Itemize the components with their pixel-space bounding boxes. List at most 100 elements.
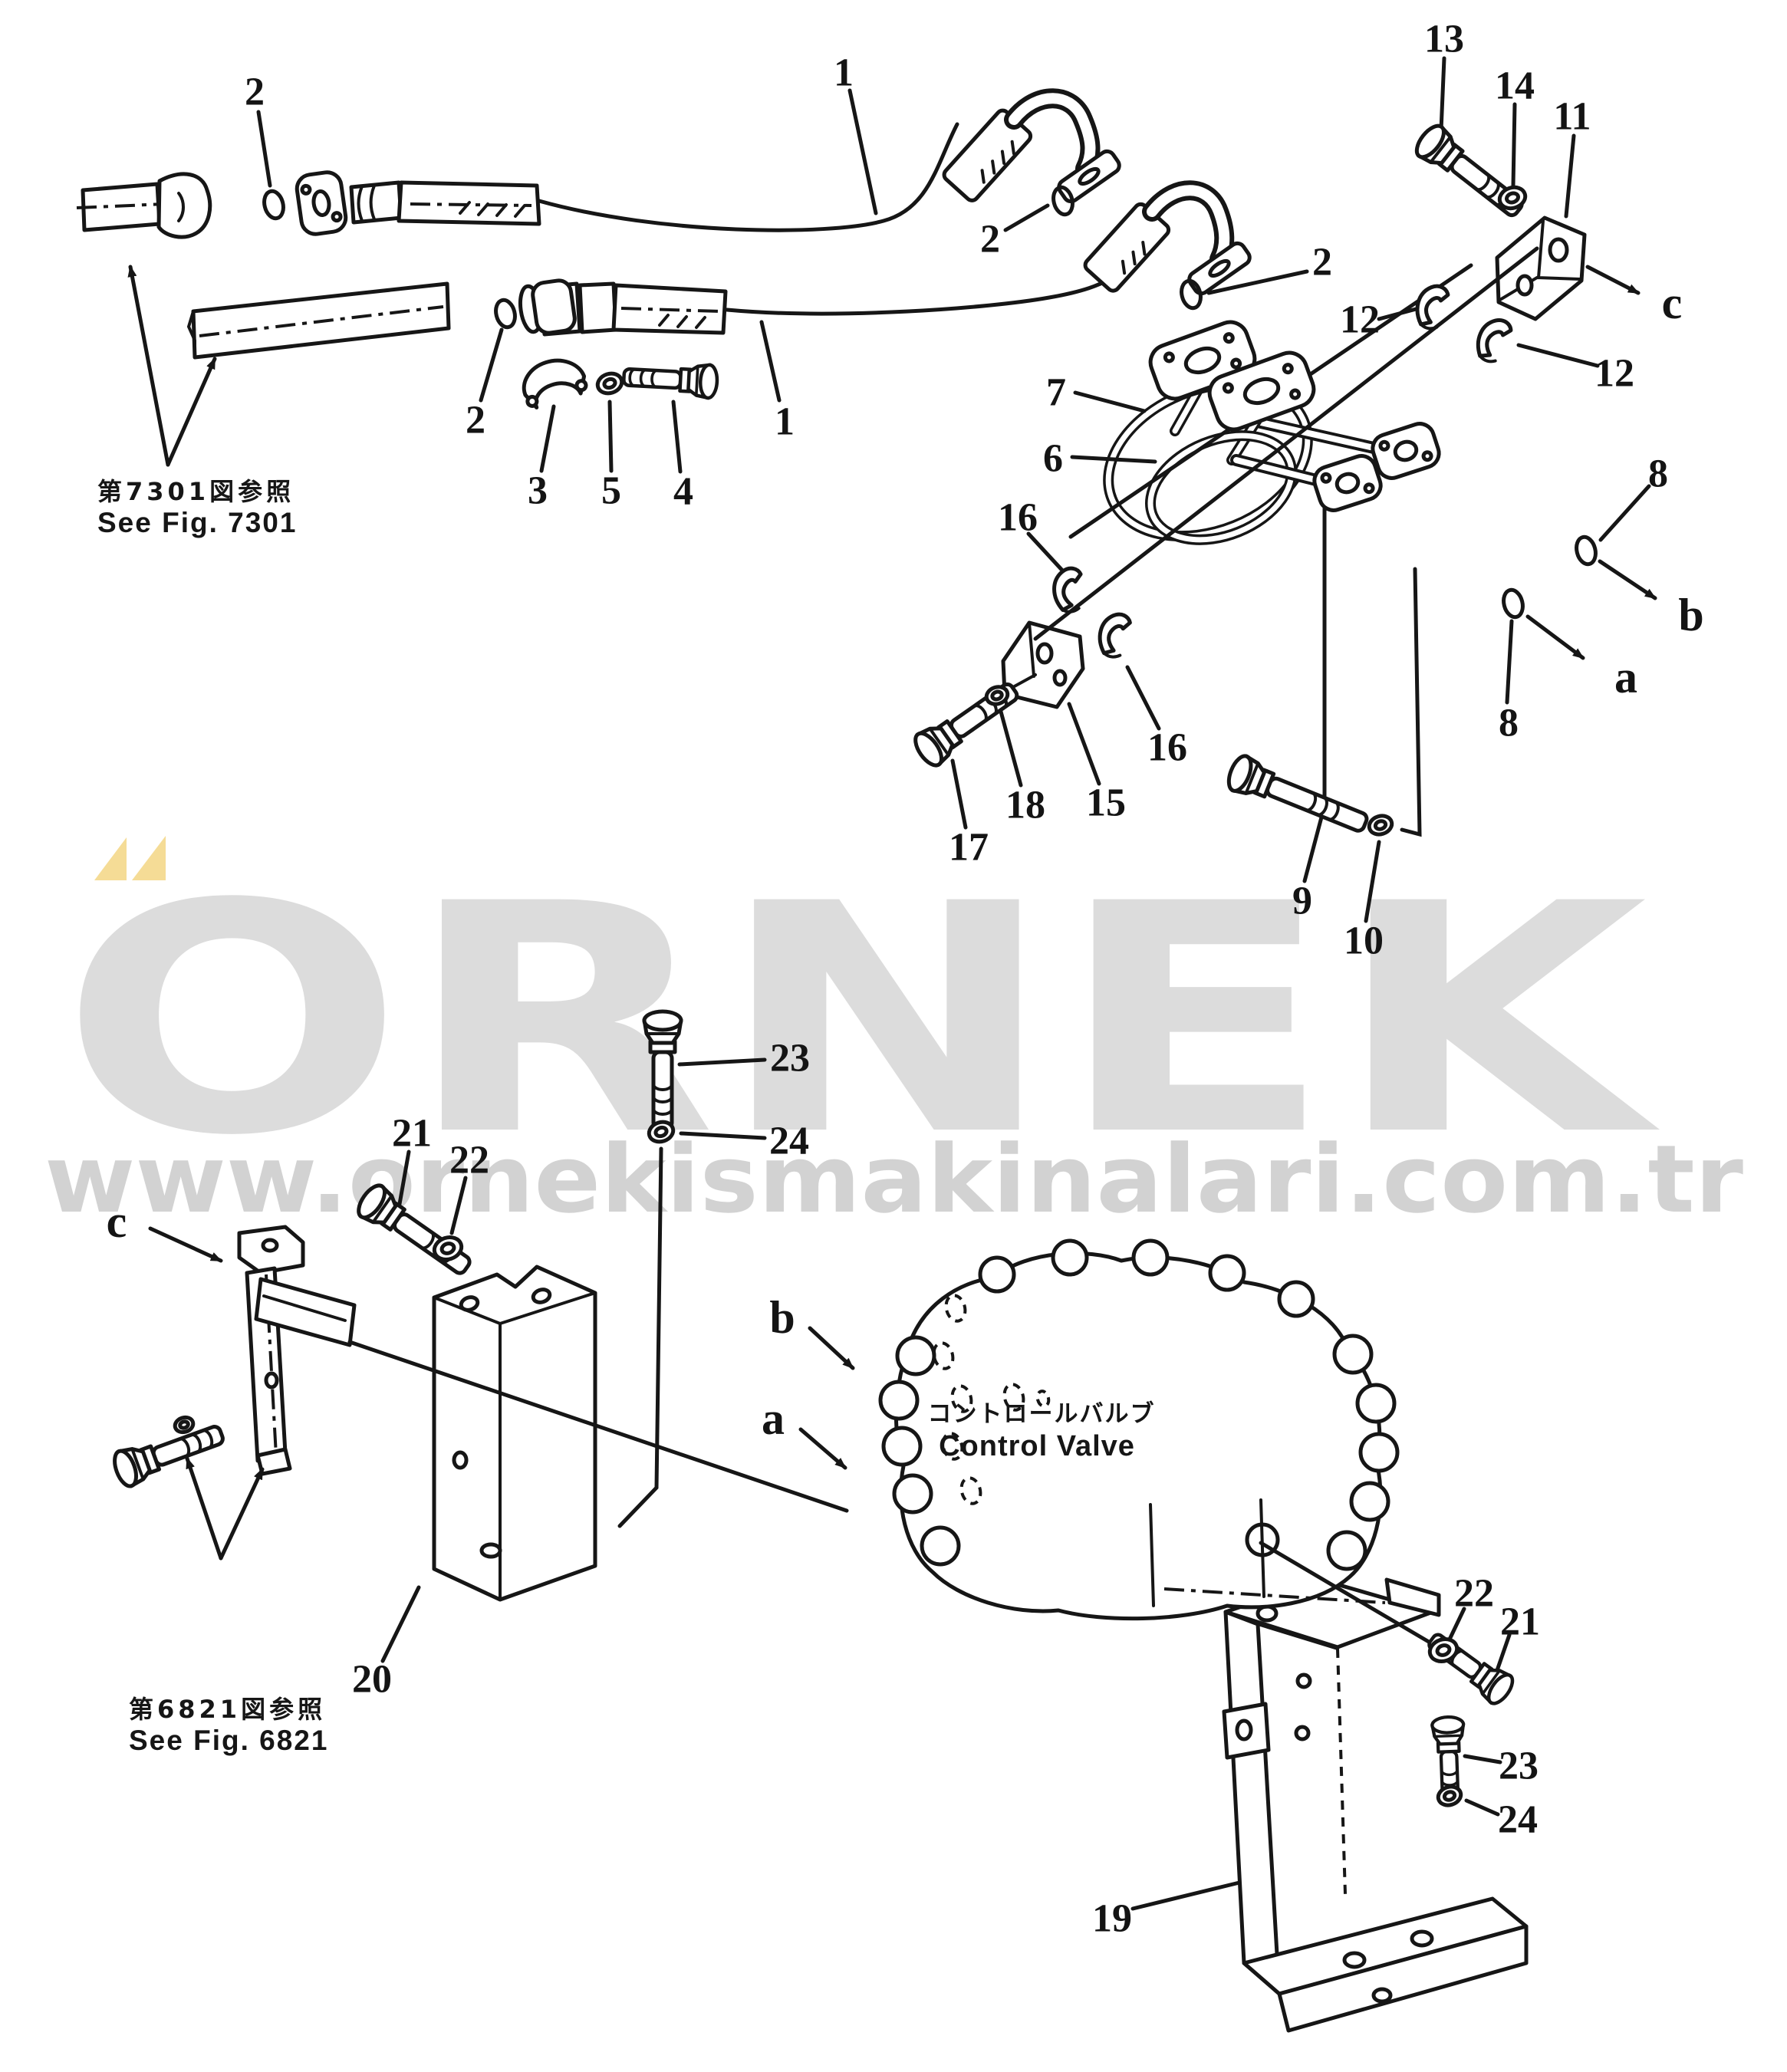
callout-2d: 2 [1312,241,1332,284]
umlaut-triangle-icon [94,837,127,880]
callout-leader-lines [256,56,1651,1911]
callout-2a: 2 [245,71,265,114]
callout-20: 20 [352,1658,392,1702]
flange-elbow-1 [1057,149,1121,204]
callout-6: 6 [1043,437,1063,481]
callout-a2: a [762,1393,785,1444]
small-parts-layer [113,123,1598,1807]
callout-24a: 24 [769,1120,809,1163]
o-ring-8b [1502,587,1525,620]
bracket-c [237,1225,357,1476]
bracket-11 [1495,215,1587,321]
watermark: ORNEK www.ornekismakinalari.com.tr [44,836,1743,1234]
callout-18: 18 [1005,784,1045,827]
hose-1-upper-line [537,122,959,232]
callout-b2: b [769,1292,795,1343]
elbow-fitting-1 [942,88,1101,202]
flange-tube-6-right [1312,454,1383,512]
bolt-4 [622,363,719,400]
callout-10: 10 [1344,919,1384,963]
callout-9: 9 [1292,880,1312,923]
snap-clip-bracket-c [173,1415,196,1435]
direction-arrows [127,265,1657,1561]
washer-22b [1427,1637,1460,1663]
callout-23a: 23 [770,1037,810,1080]
callout-2c: 2 [980,218,1000,261]
bolt-23b [1430,1715,1466,1798]
callout-21b: 21 [1500,1600,1540,1644]
callout-b1: b [1678,590,1703,640]
control-valve-ports [932,1294,1051,1505]
hose-1-lower-line [725,275,1116,316]
washer-10 [1367,814,1394,837]
callout-12a: 12 [1340,298,1380,342]
callout-22b: 22 [1454,1572,1494,1616]
o-ring-2d [1180,278,1203,311]
callout-24b: 24 [1498,1798,1538,1842]
hose-assembly-1-upper [349,122,959,232]
clamp-3 [522,358,588,409]
washer-24b [1436,1784,1463,1807]
fig7301-jp: 第7301図参照 [97,477,295,506]
flange-tube-7-right [1371,422,1441,480]
pipe-lower-left [186,281,451,360]
washer-18 [984,685,1010,706]
fig6821-jp: 第6821図参照 [129,1695,326,1724]
reference-note-fig7301: 第7301図参照 See Fig. 7301 [97,477,297,538]
fig6821-en: See Fig. 6821 [129,1725,328,1756]
hose-assembly-1-lower [518,275,1116,337]
o-ring-8a [1575,534,1598,567]
flange-tube-6-top [1207,350,1316,432]
o-ring-2b [494,298,517,330]
control-valve: コントロールバルブ Control Valve [878,1238,1400,1621]
bolt-9 [1226,754,1369,833]
callout-1a: 1 [834,51,854,95]
bolt-bracket-c [113,1425,225,1488]
callout-16a: 16 [998,496,1038,540]
callout-7: 7 [1046,371,1066,415]
umlaut-triangle-icon [132,836,166,880]
callout-a1: a [1614,652,1637,702]
callout-8b: 8 [1499,702,1519,745]
elbow-fitting-2 [1083,180,1235,293]
control-valve-bosses [878,1238,1400,1571]
callout-4: 4 [673,470,693,514]
washer-22a [432,1235,464,1261]
callout-5: 5 [601,469,621,513]
callout-16b: 16 [1147,726,1187,770]
callout-2b: 2 [466,399,485,442]
flange-elbow-2 [1187,241,1252,296]
clamp-16a [1052,566,1083,613]
callout-1b: 1 [775,400,795,444]
bracket-15 [1001,620,1085,709]
callout-11: 11 [1553,95,1591,139]
watermark-brand: ORNEK [60,837,1663,1205]
callout-15: 15 [1086,781,1126,825]
callout-23b: 23 [1499,1745,1539,1788]
washer-14 [1497,185,1528,211]
reference-note-fig6821: 第6821図参照 See Fig. 6821 [129,1695,328,1756]
clamp-12a [1415,284,1450,331]
o-ring-2a [262,189,285,221]
callout-14: 14 [1495,64,1535,108]
fig7301-en: See Fig. 7301 [97,507,297,538]
pipe-upper-left [76,172,212,239]
o-ring-2c [1051,185,1075,217]
callout-22a: 22 [449,1139,489,1182]
bracket-20 [432,1265,597,1602]
control-valve-label-jp: コントロールバルブ [928,1400,1156,1428]
callout-8a: 8 [1648,452,1668,496]
clamp-12b [1476,318,1513,363]
washer-24a [647,1120,676,1144]
bracket-19 [1222,1577,1529,2033]
callout-3: 3 [528,469,548,513]
callout-13: 13 [1424,18,1464,61]
clamp-16b [1098,612,1132,659]
callout-17: 17 [949,826,989,870]
control-valve-label-en: Control Valve [939,1430,1135,1462]
callout-c2: c [107,1196,127,1247]
joint-pipe-b-swivel-nut [531,278,577,335]
washer-5 [595,371,624,396]
